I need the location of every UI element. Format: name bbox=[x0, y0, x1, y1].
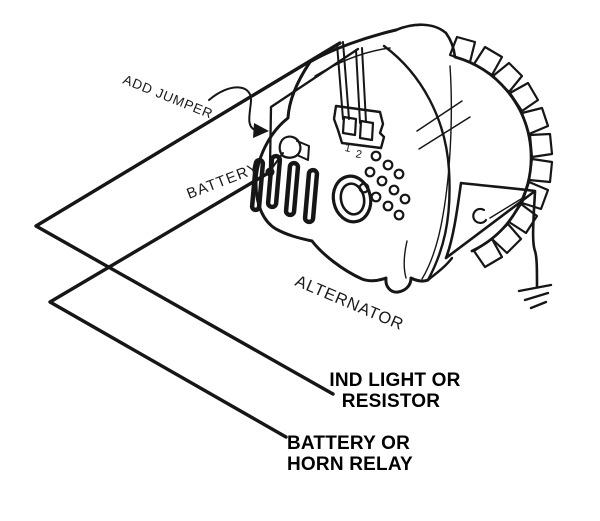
cooling-holes bbox=[358, 150, 411, 221]
terminal-2-label: 2 bbox=[355, 148, 363, 161]
terminal-socket-1 bbox=[341, 115, 358, 137]
mounting-ear bbox=[444, 181, 537, 260]
ground-wire bbox=[531, 190, 539, 289]
ear-hole bbox=[472, 207, 488, 225]
alternator-label: ALTERNATOR bbox=[292, 272, 406, 334]
battery-wire bbox=[48, 167, 288, 439]
jumper-callout-arrow bbox=[208, 86, 269, 138]
battery-horn-relay-label: BATTERY OR HORN RELAY bbox=[287, 433, 413, 475]
housing-outline bbox=[254, 60, 430, 294]
shaft-line-1 bbox=[416, 100, 463, 132]
bearing-boss bbox=[331, 174, 373, 224]
arrowhead-icon bbox=[253, 123, 269, 138]
stud-junction-dot bbox=[265, 167, 275, 177]
outer-rim-arc bbox=[453, 55, 533, 253]
add-jumper-label: ADD JUMPER bbox=[121, 72, 215, 122]
labels: ADD JUMPER BATTERY ALTERNATOR IND LIGHT … bbox=[121, 72, 461, 475]
ground-symbol-icon bbox=[517, 283, 553, 310]
terminal-connector: 1 2 bbox=[332, 104, 386, 161]
alternator-illustration: 1 2 bbox=[249, 23, 554, 310]
terminal-socket-2 bbox=[358, 119, 375, 142]
band-bottom-edge bbox=[426, 256, 454, 282]
band-inner-highlight bbox=[421, 65, 453, 280]
band-top-shoulder bbox=[394, 23, 457, 59]
battery-relay-line2: HORN RELAY bbox=[287, 454, 413, 475]
ind-light-line2: RESISTOR bbox=[342, 391, 440, 412]
ind-light-resistor-label: IND LIGHT OR RESISTOR bbox=[329, 370, 460, 412]
terminal-1-label: 1 bbox=[344, 142, 352, 155]
shaft-line-2 bbox=[418, 116, 471, 150]
ind-light-line1: IND LIGHT OR bbox=[329, 370, 460, 391]
vent-slots bbox=[249, 153, 320, 225]
battery-wire-label: BATTERY bbox=[184, 160, 261, 203]
indicator-wire bbox=[34, 41, 350, 396]
band-bottom-detail bbox=[403, 240, 408, 279]
wiring bbox=[34, 41, 367, 439]
jumper-wire bbox=[268, 47, 367, 169]
ground-connection bbox=[517, 190, 553, 310]
band-joint-arc bbox=[382, 44, 451, 282]
battery-relay-line1: BATTERY OR bbox=[287, 433, 410, 454]
ear-inner-line bbox=[489, 198, 522, 219]
battery-stud bbox=[271, 135, 310, 169]
front-band bbox=[382, 23, 533, 282]
